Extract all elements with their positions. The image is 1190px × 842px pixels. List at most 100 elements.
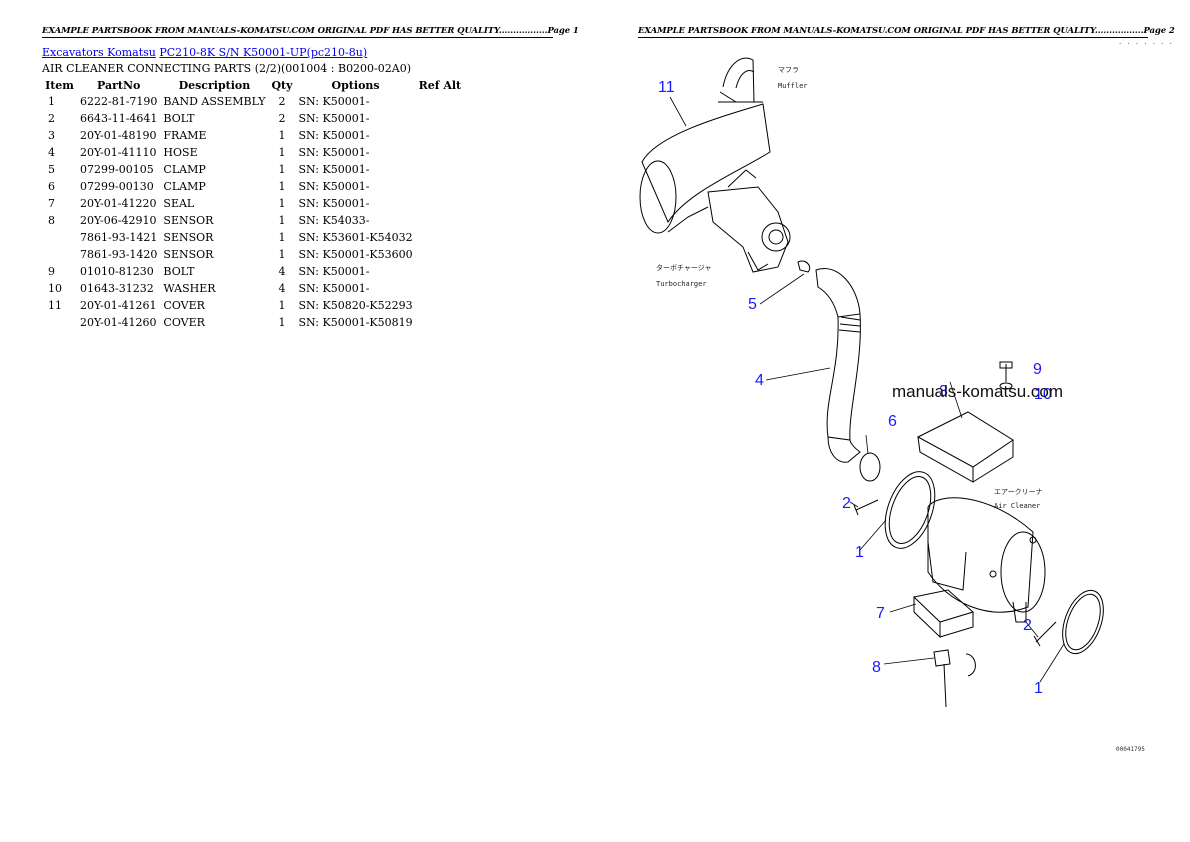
col-options: Options <box>331 78 380 92</box>
bolt-9-shape <box>999 361 1013 382</box>
cell-description: SENSOR <box>163 231 214 244</box>
col-ref-alt: Ref Alt <box>418 78 462 92</box>
table-header-row: Item PartNo Description Qty Options Ref … <box>42 77 464 93</box>
header-rule-right <box>638 37 1148 38</box>
cell-partno: 7861-93-1420 <box>80 248 158 261</box>
cell-ref-alt <box>416 314 465 331</box>
label-muffler-en: Muffler <box>778 82 808 90</box>
cell-ref-alt <box>416 161 465 178</box>
bolt-2-upper-shape <box>853 499 879 516</box>
cell-qty: 1 <box>278 163 286 176</box>
label-turbo-en: Turbocharger <box>656 280 707 288</box>
callout-9: 9 <box>1033 361 1042 378</box>
cell-description: SENSOR <box>163 214 214 227</box>
cell-options: SN: K50001- <box>298 146 370 159</box>
cell-description: COVER <box>163 299 205 312</box>
label-aircleaner-jp: エアークリーナ <box>994 488 1043 496</box>
callout-8: 8 <box>872 659 881 676</box>
cell-partno: 01010-81230 <box>80 265 154 278</box>
cell-partno: 20Y-01-41110 <box>80 146 157 159</box>
cell-partno: 6643-11-4641 <box>80 112 158 125</box>
cell-ref-alt <box>416 178 465 195</box>
cell-item <box>42 229 77 246</box>
cell-qty: 1 <box>278 248 286 261</box>
breadcrumb-link-model[interactable]: PC210-8K S/N K50001-UP(pc210-8u) <box>159 46 368 59</box>
bolt-2-lower-shape <box>1033 621 1057 647</box>
parts-table: Item PartNo Description Qty Options Ref … <box>42 77 464 331</box>
cell-description: BOLT <box>163 265 195 278</box>
callout-2-upper: 2 <box>842 495 851 512</box>
cell-ref-alt <box>416 212 465 229</box>
cell-ref-alt <box>416 297 465 314</box>
cell-options: SN: K50001- <box>298 265 370 278</box>
cell-options: SN: K50001- <box>298 112 370 125</box>
cell-options: SN: K50001-K53600 <box>298 248 413 261</box>
cell-description: CLAMP <box>163 163 206 176</box>
cell-partno: 07299-00105 <box>80 163 154 176</box>
cell-description: WASHER <box>163 282 216 295</box>
label-muffler-jp: マフラ <box>778 66 799 74</box>
cell-partno: 7861-93-1421 <box>80 231 158 244</box>
muffler-shape <box>639 57 771 234</box>
callout-1-upper: 1 <box>855 544 864 561</box>
cell-item: 9 <box>48 265 55 278</box>
cell-description: COVER <box>163 316 205 329</box>
breadcrumb-link-excavators[interactable]: Excavators Komatsu <box>42 46 156 59</box>
callout-5: 5 <box>748 296 757 313</box>
cell-options: SN: K50001-K50819 <box>298 316 413 329</box>
band-1-lower-shape <box>1062 589 1104 655</box>
cell-ref-alt <box>416 229 465 246</box>
section-title: AIR CLEANER CONNECTING PARTS (2/2)(00100… <box>42 62 412 75</box>
watermark-text: manuals-komatsu.com <box>892 382 1064 401</box>
diagram-code: 00041795 <box>1116 746 1145 753</box>
cell-options: SN: K50001- <box>298 180 370 193</box>
cell-qty: 1 <box>278 197 286 210</box>
cell-options: SN: K50001- <box>298 197 370 210</box>
cell-ref-alt <box>416 263 465 280</box>
cell-item: 10 <box>48 282 62 295</box>
breadcrumb: Excavators Komatsu PC210-8K S/N K50001-U… <box>42 46 367 59</box>
air-cleaner-shape <box>927 497 1046 623</box>
cell-description: SENSOR <box>163 248 214 261</box>
col-item: Item <box>45 78 74 92</box>
page-header-right: EXAMPLE PARTSBOOK FROM MANUALS-KOMATSU.C… <box>638 26 1175 36</box>
cell-qty: 1 <box>278 146 286 159</box>
cell-options: SN: K50001- <box>298 95 370 108</box>
cell-qty: 2 <box>278 95 286 108</box>
cell-partno: 01643-31232 <box>80 282 154 295</box>
callout-2-lower: 2 <box>1023 617 1032 634</box>
seal-7-shape <box>912 589 975 639</box>
cell-options: SN: K50820-K52293 <box>298 299 413 312</box>
cell-description: BAND ASSEMBLY <box>163 95 266 108</box>
callout-6: 6 <box>888 413 897 430</box>
cell-item <box>42 246 77 263</box>
sensor-8-shape <box>933 649 976 708</box>
cell-item: 2 <box>48 112 55 125</box>
col-description: Description <box>178 78 251 92</box>
cell-item: 8 <box>48 214 55 227</box>
cell-partno: 6222-81-7190 <box>80 95 158 108</box>
cell-ref-alt <box>416 144 465 161</box>
cell-description: HOSE <box>163 146 198 159</box>
clamp-6-shape <box>859 452 881 482</box>
cell-options: SN: K50001- <box>298 129 370 142</box>
cell-ref-alt <box>416 280 465 297</box>
turbocharger-shape <box>707 169 811 273</box>
cell-description: CLAMP <box>163 180 206 193</box>
cell-item: 4 <box>48 146 55 159</box>
cell-description: FRAME <box>163 129 207 142</box>
callout-3: 3 <box>939 383 948 400</box>
callout-7: 7 <box>876 605 885 622</box>
frame-shape <box>916 411 1014 483</box>
cell-item: 3 <box>48 129 55 142</box>
label-aircleaner-en: Air Cleaner <box>994 502 1040 510</box>
cell-options: SN: K53601-K54032 <box>298 231 413 244</box>
cell-description: SEAL <box>163 197 195 210</box>
cell-partno: 20Y-01-41261 <box>80 299 157 312</box>
